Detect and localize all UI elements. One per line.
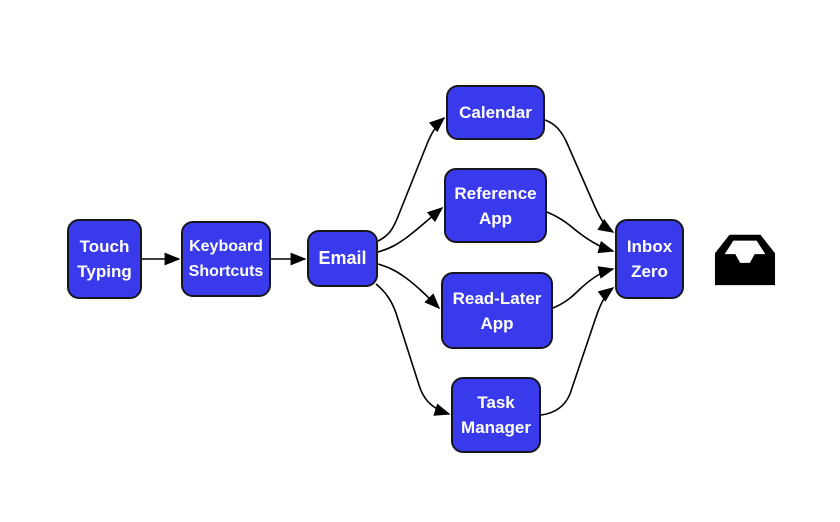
edge-task-manager-to-inbox-zero [540, 287, 615, 416]
node-task-manager: Task Manager [451, 377, 541, 453]
node-label: Task Manager [461, 393, 531, 437]
node-touch-typing: Touch Typing [67, 219, 142, 299]
edge-email-to-calendar [377, 116, 446, 242]
edge-reference-app-to-inbox-zero [546, 211, 615, 254]
node-label: Email [318, 248, 367, 268]
node-email: Email [307, 230, 378, 287]
node-label: Reference App [454, 183, 537, 228]
node-inbox-zero: Inbox Zero [615, 219, 684, 299]
edge-email-to-reference-app [377, 206, 444, 253]
node-label: Keyboard Shortcuts [188, 238, 264, 280]
node-reference-app: Reference App [444, 168, 547, 243]
node-label: Read-Later App [452, 288, 542, 333]
node-label: Touch Typing [77, 237, 132, 281]
node-label: Calendar [459, 103, 532, 122]
inbox-icon [714, 234, 776, 286]
node-label: Inbox Zero [626, 237, 673, 281]
edge-read-later-app-to-inbox-zero [552, 266, 615, 309]
edge-email-to-task-manager [375, 283, 451, 416]
edge-email-to-read-later-app [377, 263, 441, 310]
node-keyboard-shortcuts: Keyboard Shortcuts [181, 221, 271, 297]
node-calendar: Calendar [446, 85, 545, 140]
edge-calendar-to-inbox-zero [544, 119, 615, 233]
node-read-later-app: Read-Later App [441, 272, 553, 349]
